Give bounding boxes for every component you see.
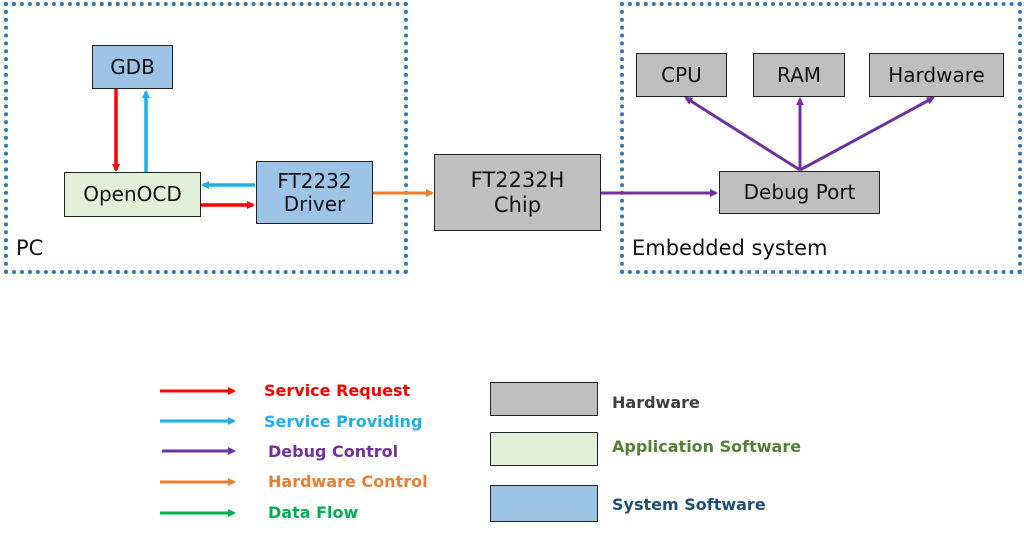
- ft2232h-chip-label: FT2232H Chip: [470, 168, 565, 217]
- legend-label-debug-control: Debug Control: [268, 442, 399, 461]
- hardware-label: Hardware: [888, 62, 985, 87]
- pc-region: [4, 2, 408, 274]
- embedded-region-label: Embedded system: [632, 236, 828, 260]
- legend-label-system-software: System Software: [612, 495, 766, 514]
- arrow-debugport-to-hardware: [799, 96, 935, 172]
- legend-label-data-flow: Data Flow: [268, 503, 359, 522]
- legend-swatch-hardware: [490, 382, 598, 416]
- legend-label-hardware-control: Hardware Control: [268, 472, 428, 491]
- pc-region-label: PC: [16, 236, 44, 260]
- hardware-node: Hardware: [869, 53, 1004, 97]
- gdb-node: GDB: [92, 45, 173, 89]
- legend-swatch-system-software: [490, 485, 598, 522]
- openocd-node: OpenOCD: [64, 172, 201, 217]
- legend-label-service-providing: Service Providing: [264, 412, 423, 431]
- cpu-node: CPU: [636, 53, 727, 97]
- ft2232-driver-label: FT2232 Driver: [277, 168, 352, 216]
- debug-port-label: Debug Port: [743, 180, 856, 204]
- ft2232h-chip-node: FT2232H Chip: [434, 154, 601, 231]
- openocd-label: OpenOCD: [83, 182, 182, 206]
- legend-swatch-application-software: [490, 432, 598, 466]
- ram-node: RAM: [753, 53, 845, 97]
- embedded-region: [620, 2, 1022, 274]
- ram-label: RAM: [776, 62, 822, 87]
- arrow-debugport-to-cpu: [684, 96, 801, 172]
- gdb-label: GDB: [110, 54, 155, 79]
- cpu-label: CPU: [661, 62, 702, 87]
- legend-label-service-request: Service Request: [264, 381, 411, 400]
- debug-port-node: Debug Port: [719, 171, 880, 214]
- ft2232-driver-node: FT2232 Driver: [256, 161, 373, 224]
- legend-label-application-software: Application Software: [612, 437, 802, 456]
- legend-label-hardware: Hardware: [612, 393, 700, 412]
